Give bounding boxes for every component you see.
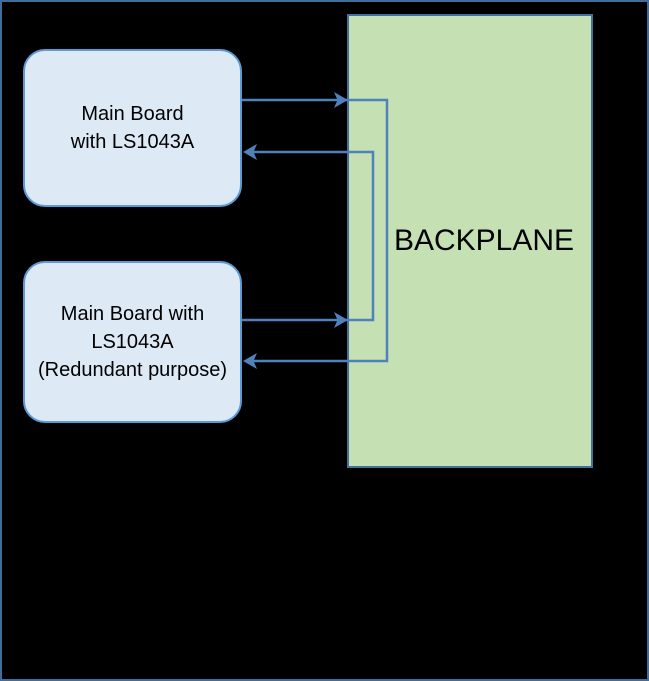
arrowhead-into-board2 <box>243 353 257 369</box>
backplane-label: BACKPLANE <box>393 224 575 257</box>
arrowhead-into-board1 <box>243 144 257 160</box>
main-board-2: Main Board with LS1043A (Redundant purpo… <box>23 261 242 423</box>
main-board-2-line-2: LS1043A <box>91 331 174 353</box>
main-board-1-line-2: with LS1043A <box>70 131 195 153</box>
backplane-box: BACKPLANE <box>347 14 593 468</box>
main-board-2-line-1: Main Board with <box>60 303 205 325</box>
main-board-2-line-3: (Redundant purpose) <box>37 359 227 381</box>
arrowhead-into-backplane-top <box>334 92 348 108</box>
main-board-1: Main Board with LS1043A <box>23 49 242 207</box>
main-board-1-line-1: Main Board <box>81 103 184 125</box>
arrowhead-into-backplane-bottom <box>334 312 348 328</box>
